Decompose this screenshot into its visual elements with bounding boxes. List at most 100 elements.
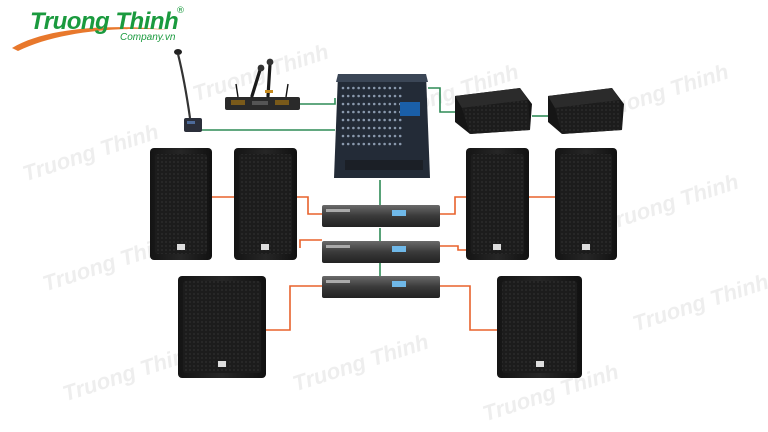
mixer-knob [347, 87, 350, 90]
mixer-knob [394, 119, 397, 122]
mixer-knob [342, 87, 345, 90]
mixer-knob [352, 135, 355, 138]
amp-to-subwoofer-cable [266, 286, 322, 330]
power-amplifier [322, 241, 440, 263]
mixer-knob [352, 127, 355, 130]
handheld-microphone [265, 59, 273, 96]
mixer-to-monitor-cable [428, 88, 455, 112]
mixer-knob [352, 103, 355, 106]
mixer-knob [352, 119, 355, 122]
mixer-knob [373, 87, 376, 90]
mixer-knob [347, 95, 350, 98]
amp-to-speaker-cable [297, 197, 322, 214]
mixer-knob [389, 111, 392, 114]
mixer-knob [378, 95, 381, 98]
amp-to-speaker-cable [440, 246, 468, 250]
power-amplifier [322, 205, 440, 227]
mixer-knob [363, 135, 366, 138]
mixer-knob [368, 95, 371, 98]
mixer-knob [368, 103, 371, 106]
mixer-knob [357, 143, 360, 146]
mixer-knob [394, 143, 397, 146]
mixer-knob [389, 135, 392, 138]
mixer-knob [383, 135, 386, 138]
mixer-knob [389, 87, 392, 90]
mixer-knob [363, 143, 366, 146]
mixer-knob [389, 119, 392, 122]
receiver-to-mixer-cable [300, 98, 335, 104]
mixer-knob [357, 127, 360, 130]
subwoofer [178, 276, 266, 378]
mixer-knob [342, 127, 345, 130]
mixer-knob [373, 103, 376, 106]
mixer-knob [399, 135, 402, 138]
mixer-knob [394, 135, 397, 138]
amp-to-subwoofer-cable [440, 286, 498, 330]
mixer-knob [394, 111, 397, 114]
mixer-knob [389, 95, 392, 98]
mixer-knob [357, 95, 360, 98]
full-range-speaker [466, 148, 529, 260]
mixer-knob [399, 119, 402, 122]
mixer-knob [378, 87, 381, 90]
mixer-knob [363, 119, 366, 122]
mixer-knob [363, 111, 366, 114]
mixer-knob [378, 135, 381, 138]
mixer-knob [394, 95, 397, 98]
mixer-knob [368, 111, 371, 114]
wireless-microphone-receiver [225, 59, 300, 110]
mixer-knob [342, 143, 345, 146]
mixer-knob [357, 119, 360, 122]
mixer-knob [383, 103, 386, 106]
mixer-knob [399, 95, 402, 98]
mixer-knob [373, 119, 376, 122]
mixer-knob [342, 111, 345, 114]
power-amplifier [322, 276, 440, 298]
full-range-speaker [555, 148, 617, 260]
full-range-speaker [150, 148, 212, 260]
mixer-knob [389, 127, 392, 130]
mixer-knob [357, 87, 360, 90]
gooseneck-microphone [174, 49, 202, 132]
mixer-knob [368, 143, 371, 146]
mixer-knob [347, 119, 350, 122]
stage-monitor-speaker [455, 88, 532, 134]
mixer-knob [373, 127, 376, 130]
mixer-knob [378, 143, 381, 146]
mixer-knob [399, 127, 402, 130]
mixer-knob [373, 95, 376, 98]
mixer-knob [342, 119, 345, 122]
mixer-knob [352, 95, 355, 98]
mixer-knob [342, 95, 345, 98]
handheld-microphone [252, 65, 264, 96]
full-range-speaker [234, 148, 297, 260]
mixer-knob [389, 103, 392, 106]
mixer-knob [347, 143, 350, 146]
mixer-knob [352, 87, 355, 90]
mixer-knob [342, 135, 345, 138]
mixer-knob [373, 111, 376, 114]
mixer-knob [368, 119, 371, 122]
mixer-knob [368, 127, 371, 130]
mixer-knob [352, 143, 355, 146]
mixer-knob [394, 127, 397, 130]
audio-mixer [334, 74, 430, 178]
mixer-knob [378, 111, 381, 114]
mixer-knob [342, 103, 345, 106]
mixer-knob [347, 103, 350, 106]
mixer-knob [383, 127, 386, 130]
mixer-knob [383, 95, 386, 98]
mixer-knob [363, 95, 366, 98]
mixer-knob [383, 143, 386, 146]
mixer-knob [347, 111, 350, 114]
mixer-knob [357, 103, 360, 106]
mixer-knob [347, 127, 350, 130]
mixer-knob [394, 103, 397, 106]
mixer-knob [352, 111, 355, 114]
mixer-knob [378, 119, 381, 122]
mixer-knob [389, 143, 392, 146]
subwoofer [497, 276, 582, 378]
amp-to-speaker-cable [300, 240, 322, 248]
